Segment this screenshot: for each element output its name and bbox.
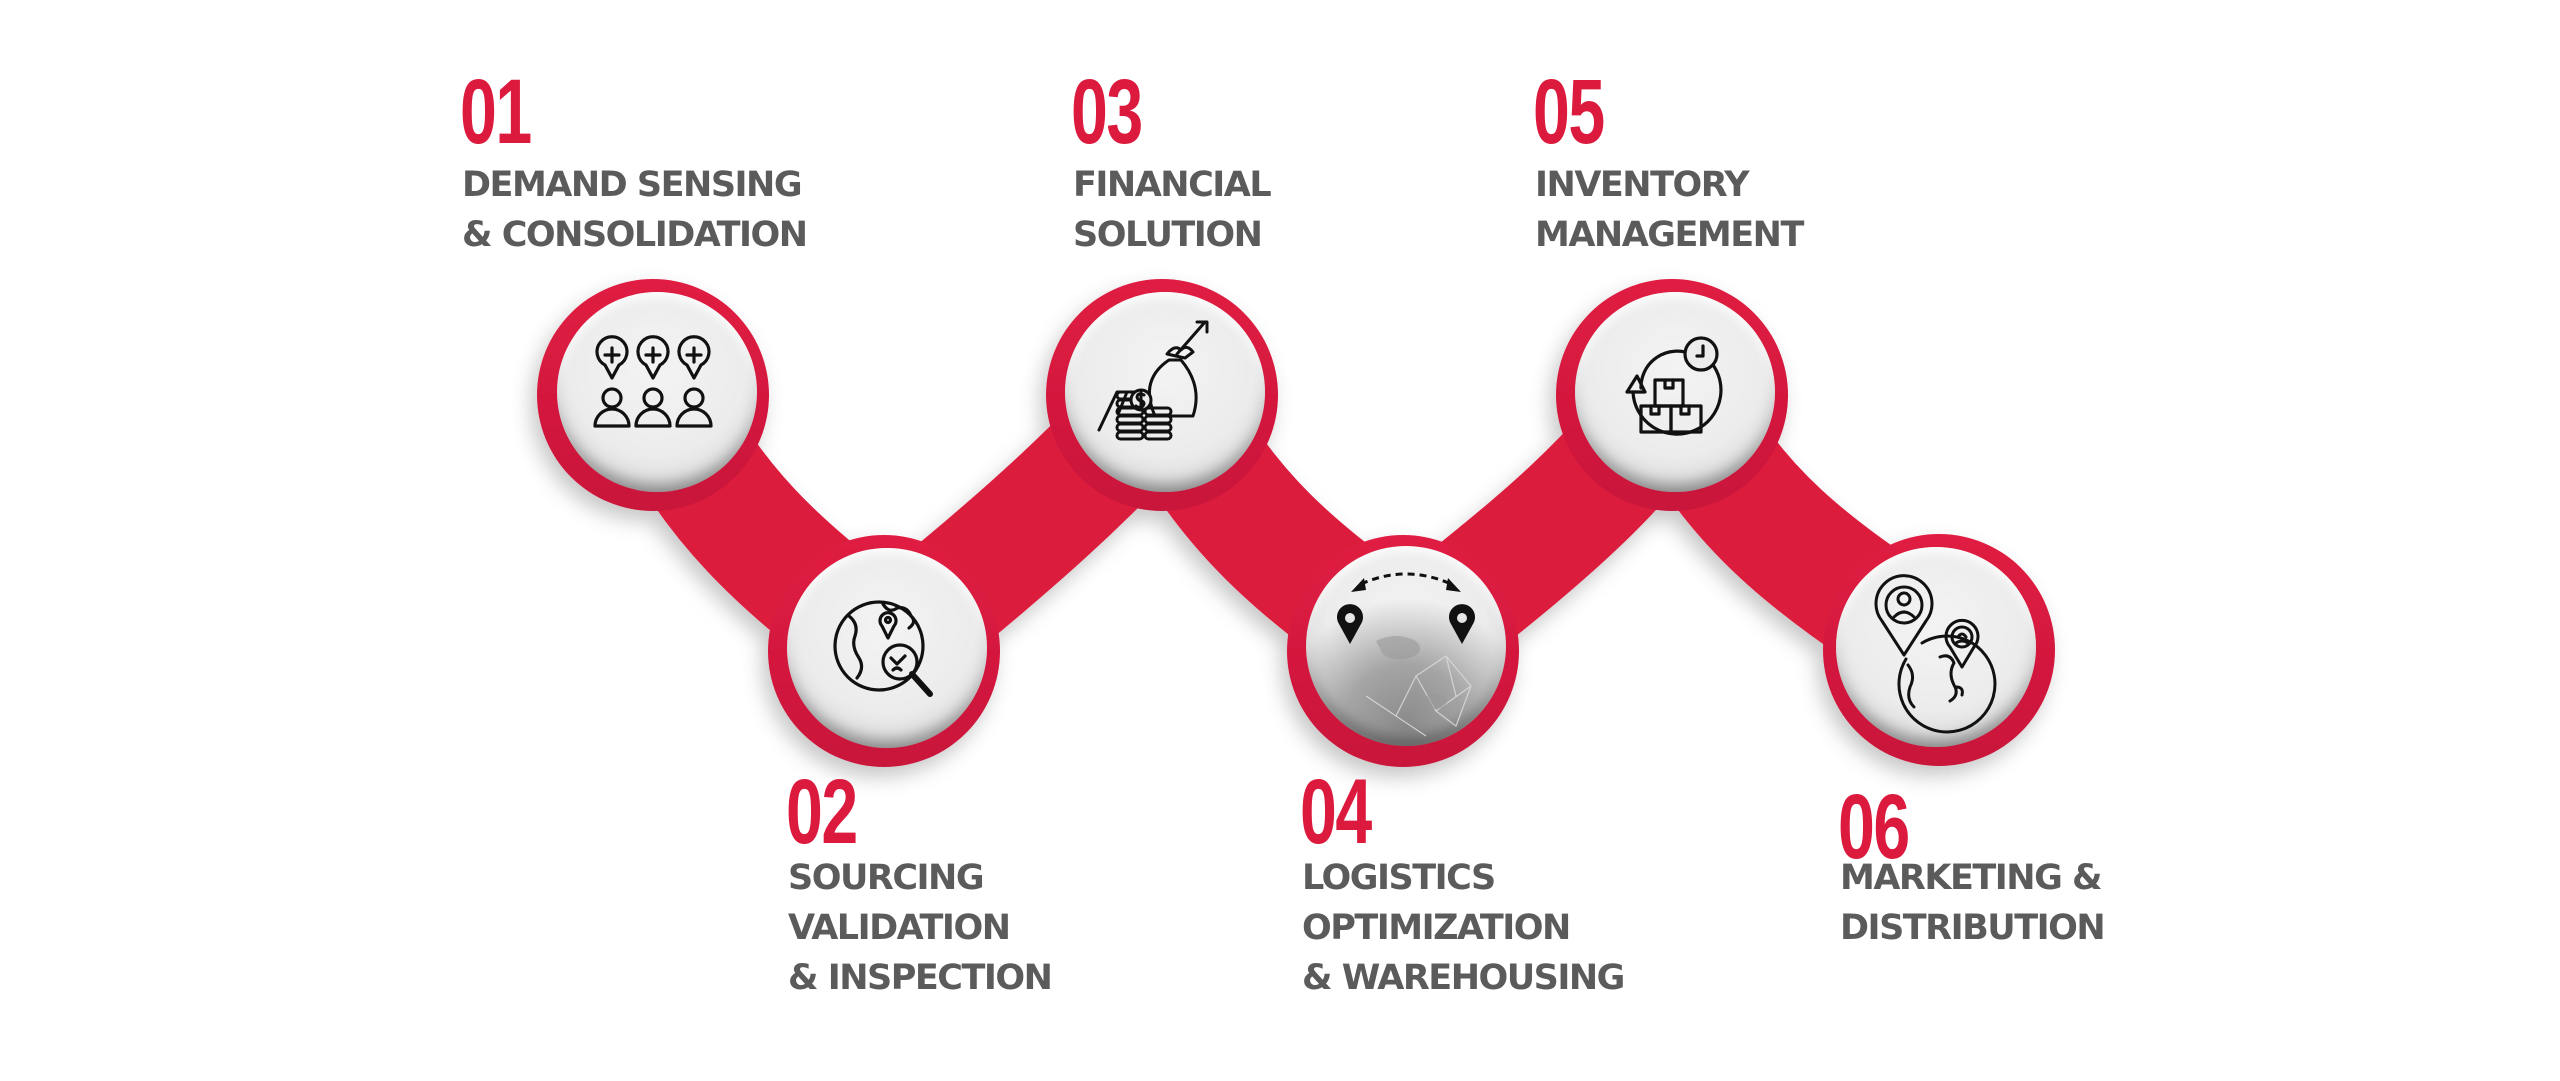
step-title-line: DISTRIBUTION xyxy=(1840,908,2106,948)
step-title: FINANCIAL SOLUTION xyxy=(1073,160,1272,260)
step-disc xyxy=(1836,547,2036,747)
globe-route-pins-icon xyxy=(1337,572,1475,737)
step-title: MARKETING & DISTRIBUTION xyxy=(1840,853,2106,953)
step-number: 04 xyxy=(1300,761,1372,863)
step-disc xyxy=(787,548,987,748)
step-number: 03 xyxy=(1071,61,1143,163)
step-title-line: LOGISTICS xyxy=(1302,858,1496,898)
boxes-cycle-clock-icon xyxy=(1625,336,1723,436)
step-disc xyxy=(1575,292,1775,492)
step-title-line: VALIDATION xyxy=(788,908,1011,948)
step-title-line: SOLUTION xyxy=(1073,215,1263,255)
step-title-line: MARKETING & xyxy=(1840,858,2103,898)
step-title-line: DEMAND SENSING xyxy=(462,165,803,205)
step-title-line: MANAGEMENT xyxy=(1535,215,1804,255)
step-title: DEMAND SENSING & CONSOLIDATION xyxy=(462,160,808,260)
step-disc xyxy=(1065,292,1265,492)
step-title-line: INVENTORY xyxy=(1535,165,1750,205)
money-bag-coins-growth-icon xyxy=(1097,320,1209,441)
step-title-line: FINANCIAL xyxy=(1073,165,1272,205)
globe-magnifier-icon xyxy=(833,600,933,697)
step-number: 01 xyxy=(460,61,532,163)
globe-person-pins-icon xyxy=(1874,574,1997,734)
step-title-line: & INSPECTION xyxy=(788,958,1053,998)
step-disc xyxy=(557,292,757,492)
step-number: 05 xyxy=(1533,61,1605,163)
step-title-line: & CONSOLIDATION xyxy=(462,215,808,255)
step-title: SOURCING VALIDATION & INSPECTION xyxy=(788,853,1053,1003)
step-number: 06 xyxy=(1838,776,1910,878)
step-title: INVENTORY MANAGEMENT xyxy=(1535,160,1804,260)
step-title-line: OPTIMIZATION xyxy=(1302,908,1571,948)
step-title-line: SOURCING xyxy=(788,858,985,898)
step-disc xyxy=(1306,546,1506,746)
step-title-line: & WAREHOUSING xyxy=(1302,958,1625,998)
step-number: 02 xyxy=(786,761,858,863)
step-title: LOGISTICS OPTIMIZATION & WAREHOUSING xyxy=(1302,853,1625,1003)
people-location-pins-icon xyxy=(593,335,713,428)
